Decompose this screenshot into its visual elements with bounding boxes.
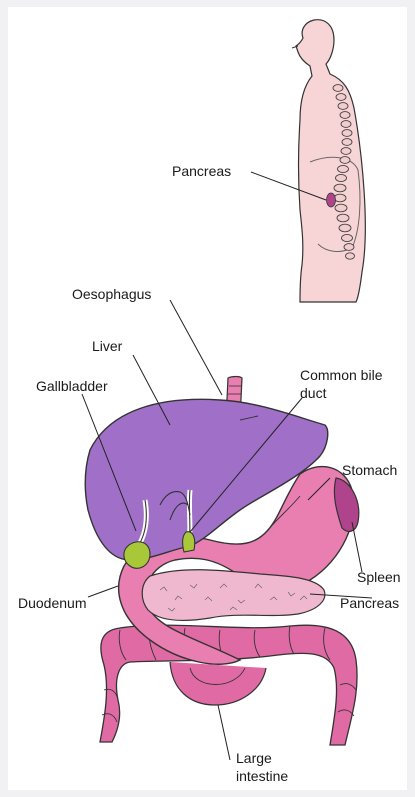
label-duodenum: Duodenum: [18, 595, 87, 611]
label-spleen: Spleen: [357, 569, 401, 585]
label-oesophagus: Oesophagus: [72, 286, 151, 302]
label-pancreas-top: Pancreas: [172, 163, 231, 179]
label-common-bile-duct-line2: duct: [300, 385, 327, 401]
label-large-intestine-line1: Large: [236, 750, 272, 766]
label-pancreas-bottom: Pancreas: [340, 595, 399, 611]
body-outline: [296, 20, 365, 302]
gallbladder: [124, 542, 150, 569]
label-common-bile-duct-line1: Common bile: [300, 367, 383, 383]
label-large-intestine-line2: intestine: [236, 768, 288, 784]
pancreas: [142, 570, 325, 621]
label-liver: Liver: [92, 338, 123, 354]
bile-duct-green: [183, 532, 195, 552]
label-gallbladder: Gallbladder: [36, 378, 108, 394]
body-silhouette: [251, 20, 365, 302]
label-stomach: Stomach: [342, 462, 397, 478]
pancreas-marker: [327, 193, 336, 207]
large-intestine: [100, 625, 357, 745]
